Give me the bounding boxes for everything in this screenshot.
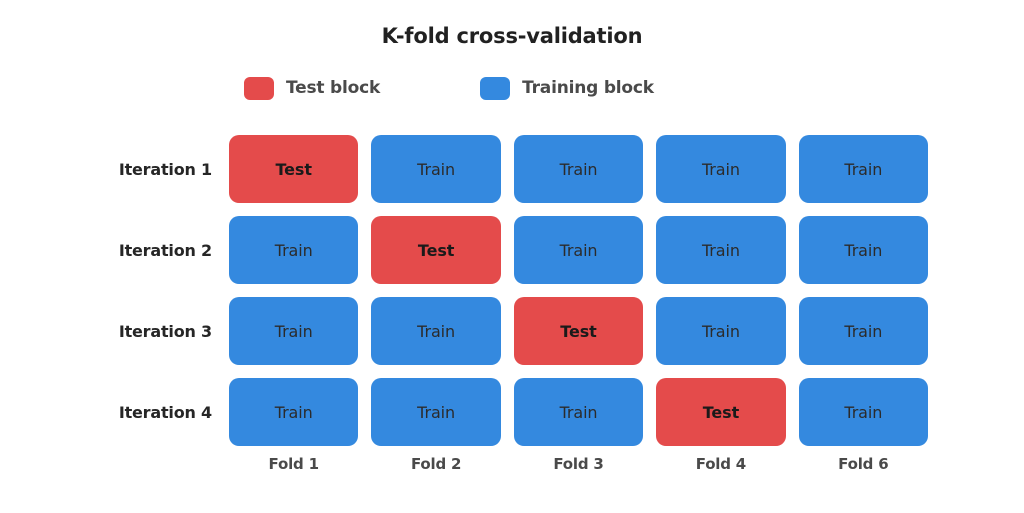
- column-label-fold-1: Fold 1: [268, 455, 319, 473]
- block-iteration-2-fold-1[interactable]: Train: [229, 216, 359, 284]
- block-iteration-3-fold-5[interactable]: Train: [798, 297, 929, 365]
- legend: Test block Training block: [244, 74, 654, 102]
- grid-row: Iteration 1 Test Train Train Train Train: [0, 135, 1024, 203]
- block-iteration-1-fold-3[interactable]: Train: [513, 135, 644, 203]
- block-iteration-3-fold-1[interactable]: Train: [229, 297, 359, 365]
- legend-label-training: Training block: [522, 78, 654, 98]
- column-labels: Fold 1 Fold 2 Fold 3 Fold 4 Fold 6: [229, 455, 928, 473]
- block-iteration-2-fold-3[interactable]: Train: [513, 216, 644, 284]
- block-iteration-1-fold-5[interactable]: Train: [798, 135, 929, 203]
- column-label-fold-5: Fold 6: [838, 455, 889, 473]
- column-label-fold-2: Fold 2: [410, 455, 462, 473]
- column-label-fold-4: Fold 4: [695, 455, 747, 473]
- block-iteration-1-fold-1[interactable]: Test: [229, 135, 359, 203]
- column-label-fold-3: Fold 3: [553, 455, 604, 473]
- chart-title: K-fold cross-validation: [381, 24, 643, 48]
- row-blocks: Train Train Train Test Train: [229, 378, 929, 446]
- training-swatch-icon: [480, 76, 511, 100]
- block-iteration-3-fold-4[interactable]: Train: [656, 297, 786, 365]
- legend-label-test: Test block: [286, 78, 381, 98]
- test-swatch-icon: [244, 76, 274, 100]
- block-iteration-4-fold-5[interactable]: Train: [798, 378, 929, 446]
- block-iteration-2-fold-4[interactable]: Train: [656, 216, 786, 284]
- grid-row: Iteration 2 Train Test Train Train Train: [0, 216, 1024, 284]
- legend-item-test: Test block: [244, 74, 380, 102]
- fold-grid: Iteration 1 Test Train Train Train Train…: [0, 135, 1024, 459]
- block-iteration-1-fold-2[interactable]: Train: [371, 135, 501, 203]
- grid-row: Iteration 4 Train Train Train Test Train: [0, 378, 1024, 446]
- block-iteration-2-fold-2[interactable]: Test: [371, 216, 501, 284]
- block-iteration-4-fold-4[interactable]: Test: [656, 378, 786, 446]
- legend-item-training: Training block: [480, 74, 654, 102]
- block-iteration-4-fold-3[interactable]: Train: [513, 378, 644, 446]
- block-iteration-1-fold-4[interactable]: Train: [656, 135, 786, 203]
- row-blocks: Test Train Train Train Train: [229, 135, 929, 203]
- grid-row: Iteration 3 Train Train Test Train Train: [0, 297, 1024, 365]
- row-label-iteration-2: Iteration 2: [118, 240, 212, 260]
- block-iteration-3-fold-2[interactable]: Train: [371, 297, 501, 365]
- row-blocks: Train Train Test Train Train: [229, 297, 929, 365]
- block-iteration-2-fold-5[interactable]: Train: [798, 216, 929, 284]
- row-label-iteration-3: Iteration 3: [118, 321, 212, 341]
- row-label-iteration-4: Iteration 4: [118, 402, 212, 422]
- block-iteration-4-fold-1[interactable]: Train: [229, 378, 359, 446]
- row-label-iteration-1: Iteration 1: [118, 159, 212, 179]
- block-iteration-3-fold-3[interactable]: Test: [513, 297, 644, 365]
- row-blocks: Train Test Train Train Train: [229, 216, 929, 284]
- block-iteration-4-fold-2[interactable]: Train: [371, 378, 501, 446]
